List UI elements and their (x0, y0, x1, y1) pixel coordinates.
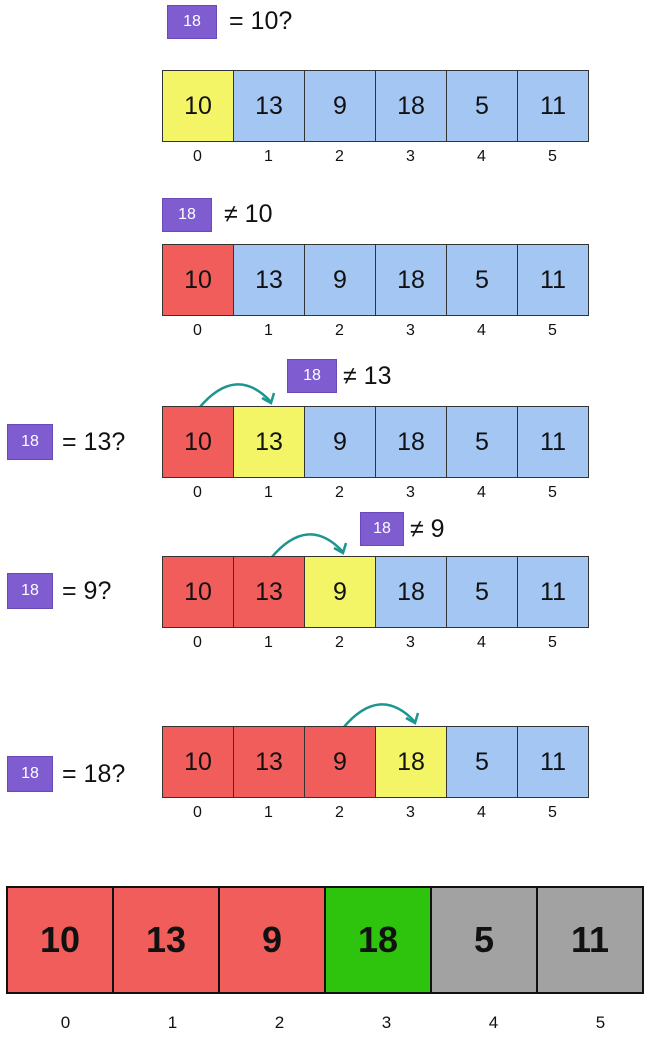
index-label: 0 (193, 322, 202, 339)
index-label: 4 (477, 634, 486, 651)
index-row: 0 1 2 3 4 5 (162, 322, 588, 340)
index-label: 1 (264, 484, 273, 501)
array-cell: 11 (517, 70, 589, 142)
index-label: 2 (335, 148, 344, 165)
index-row: 0 1 2 3 4 5 (162, 804, 588, 822)
index-label: 5 (548, 634, 557, 651)
index-label: 0 (193, 484, 202, 501)
target-badge: 18 (7, 756, 53, 792)
index-label: 0 (60, 1013, 71, 1032)
target-badge: 18 (162, 198, 212, 232)
array-cell: 13 (233, 556, 305, 628)
array-cell: 5 (446, 70, 518, 142)
index-label: 5 (548, 148, 557, 165)
index-label: 1 (264, 634, 273, 651)
index-row: 0 1 2 3 4 5 (162, 484, 588, 502)
index-label: 1 (264, 804, 273, 821)
array-cell: 11 (517, 244, 589, 316)
array-cell: 18 (375, 244, 447, 316)
array-cell: 18 (375, 556, 447, 628)
index-label: 5 (595, 1013, 606, 1032)
array-cell: 10 (162, 726, 234, 798)
array-cell: 9 (304, 70, 376, 142)
array-cell: 9 (304, 406, 376, 478)
index-label: 2 (335, 322, 344, 339)
array-cell: 5 (446, 406, 518, 478)
array-cell: 13 (112, 886, 220, 994)
array-cell: 9 (304, 726, 376, 798)
array-cell: 5 (446, 244, 518, 316)
array-cell: 5 (446, 726, 518, 798)
array-cell: 18 (375, 406, 447, 478)
comparison-question: = 10? (229, 7, 293, 35)
comparison-question: = 13? (62, 428, 126, 456)
index-label: 0 (193, 148, 202, 165)
index-label: 4 (477, 148, 486, 165)
comparison-result: ≠ 10 (224, 200, 273, 228)
index-label: 3 (406, 148, 415, 165)
index-label: 1 (167, 1013, 178, 1032)
target-badge: 18 (7, 424, 53, 460)
target-badge: 18 (167, 5, 217, 39)
index-label: 4 (477, 484, 486, 501)
index-label: 2 (335, 804, 344, 821)
array-cell: 5 (446, 556, 518, 628)
array-cell: 11 (517, 406, 589, 478)
index-label: 0 (193, 804, 202, 821)
index-label: 3 (406, 484, 415, 501)
array-cell: 18 (375, 726, 447, 798)
array-cell: 13 (233, 70, 305, 142)
index-label: 3 (406, 634, 415, 651)
array-cell: 5 (430, 886, 538, 994)
index-row: 0 1 2 3 4 5 (162, 634, 588, 652)
index-row: 0 1 2 3 4 5 (162, 148, 588, 166)
array-cell: 18 (375, 70, 447, 142)
index-label: 5 (548, 322, 557, 339)
final-index-row: 0 1 2 3 4 5 (12, 1013, 654, 1033)
array-cell: 13 (233, 726, 305, 798)
array-cell: 10 (162, 556, 234, 628)
index-label: 2 (335, 484, 344, 501)
array-cell: 18 (324, 886, 432, 994)
index-label: 4 (477, 804, 486, 821)
comparison-result: ≠ 9 (410, 515, 445, 543)
index-label: 2 (335, 634, 344, 651)
array-cell: 11 (517, 726, 589, 798)
index-label: 1 (264, 322, 273, 339)
array-cell: 11 (536, 886, 644, 994)
array-cell: 13 (233, 406, 305, 478)
array-cell: 10 (6, 886, 114, 994)
array-cell: 9 (304, 244, 376, 316)
index-label: 3 (381, 1013, 392, 1032)
target-badge: 18 (287, 359, 337, 393)
array-cell: 13 (233, 244, 305, 316)
index-label: 5 (548, 484, 557, 501)
comparison-result: ≠ 13 (343, 362, 392, 390)
index-label: 3 (406, 804, 415, 821)
target-badge: 18 (360, 512, 404, 546)
index-label: 3 (406, 322, 415, 339)
array-cell: 9 (218, 886, 326, 994)
index-label: 2 (274, 1013, 285, 1032)
comparison-question: = 9? (62, 577, 112, 605)
array-cell: 11 (517, 556, 589, 628)
array-cell: 10 (162, 406, 234, 478)
index-label: 4 (477, 322, 486, 339)
array-cell: 9 (304, 556, 376, 628)
index-label: 4 (488, 1013, 499, 1032)
index-label: 1 (264, 148, 273, 165)
index-label: 0 (193, 634, 202, 651)
comparison-question: = 18? (62, 760, 126, 788)
target-badge: 18 (7, 573, 53, 609)
index-label: 5 (548, 804, 557, 821)
